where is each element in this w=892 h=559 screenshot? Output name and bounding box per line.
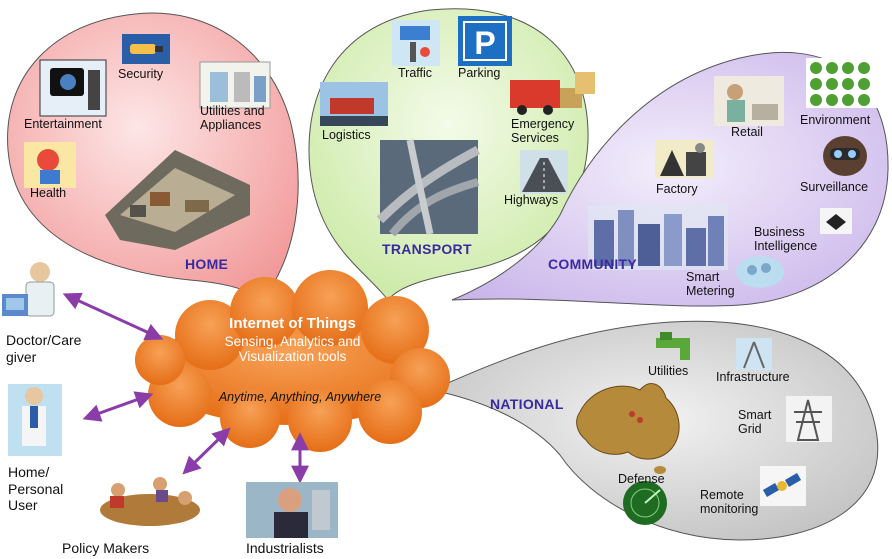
transport-section-title: TRANSPORT	[382, 241, 472, 257]
national-label-smart-grid: Smart Grid	[738, 408, 771, 436]
transport-label-logistics: Logistics	[322, 128, 371, 142]
national-label-remote: Remote monitoring	[700, 488, 758, 516]
health-icon	[24, 142, 76, 188]
home-label-entertainment: Entertainment	[24, 117, 102, 131]
arrow-home-user	[86, 395, 150, 418]
transport-label-traffic: Traffic	[398, 66, 432, 80]
appliances-icon	[200, 62, 270, 108]
community-label-business: Business Intelligence	[754, 225, 817, 253]
industrialist-icon	[246, 482, 338, 538]
intelligence-icon	[820, 208, 852, 234]
home-label-security: Security	[118, 67, 163, 81]
policy-makers-icon	[100, 477, 200, 526]
person-doctor-label: Doctor/Care giver	[6, 332, 81, 365]
home-section-title: HOME	[185, 256, 228, 272]
smart-meter-icon	[736, 256, 784, 288]
retail-icon	[714, 76, 784, 126]
community-label-surveillance: Surveillance	[800, 180, 868, 194]
community-label-metering: Smart Metering	[686, 270, 735, 298]
community-section-title: COMMUNITY	[548, 256, 637, 272]
entertainment-icon	[40, 60, 106, 116]
national-label-defense: Defense	[618, 472, 665, 486]
person-industrialists-label: Industrialists	[246, 540, 324, 557]
logistics-truck-icon	[320, 82, 388, 126]
person-home-user-label: Home/ Personal User	[8, 464, 63, 514]
doctor-icon	[2, 262, 54, 316]
svg-text:P: P	[474, 25, 495, 61]
security-camera-icon	[122, 34, 170, 64]
cloud-subtitle: Sensing, Analytics and Visualization too…	[175, 334, 410, 364]
power-grid-icon	[786, 396, 832, 442]
cloud-tagline: Anytime, Anything, Anywhere	[185, 390, 415, 404]
community-label-factory: Factory	[656, 182, 698, 196]
transport-label-emergency: Emergency Services	[511, 117, 574, 145]
national-label-utilities: Utilities	[648, 364, 688, 378]
arrow-policy	[185, 430, 228, 472]
community-label-environment: Environment	[800, 113, 870, 127]
traffic-icon	[392, 20, 440, 66]
factory-icon	[655, 140, 713, 178]
parking-sign-icon: P	[458, 16, 512, 66]
home-label-utilities: Utilities and Appliances	[200, 104, 265, 132]
highway-road-icon	[520, 150, 568, 194]
national-section-title: NATIONAL	[490, 396, 564, 412]
national-label-infrastructure: Infrastructure	[716, 370, 790, 384]
environment-icon	[806, 58, 878, 108]
satellite-icon	[760, 466, 806, 506]
cloud-title: Internet of Things	[175, 315, 410, 332]
infrastructure-icon	[736, 338, 772, 370]
transport-label-highways: Highways	[504, 193, 558, 207]
community-label-retail: Retail	[731, 125, 763, 139]
person-policy-label: Policy Makers	[62, 540, 149, 557]
radar-icon	[623, 481, 667, 525]
home-user-icon	[8, 384, 62, 456]
transport-label-parking: Parking	[458, 66, 500, 80]
highway-icon	[380, 140, 478, 234]
home-label-health: Health	[30, 186, 66, 200]
surveillance-icon	[823, 136, 867, 176]
